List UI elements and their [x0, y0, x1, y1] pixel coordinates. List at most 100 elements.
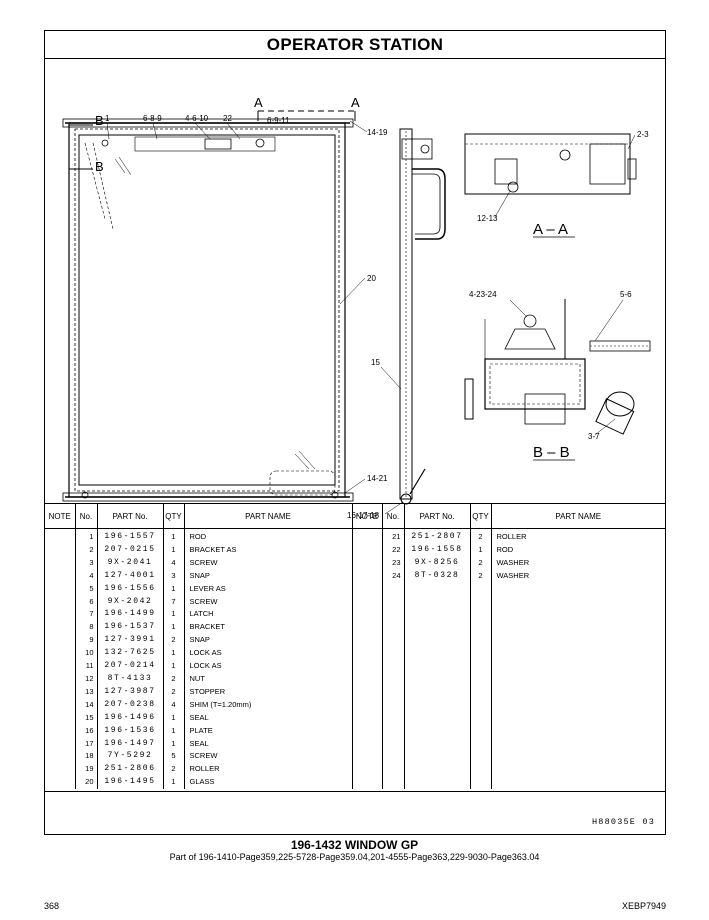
- header-note: NOTE: [352, 503, 383, 529]
- cell-name: [491, 750, 665, 763]
- cell-name: STOPPER: [184, 685, 353, 699]
- parts-table-header: NOTE No. PART No. QTY PART NAME NOTE No.…: [45, 503, 665, 529]
- cell-qty: 7: [163, 595, 185, 609]
- cell-pn: [404, 582, 471, 596]
- note-cell: [45, 621, 76, 635]
- note-cell: [45, 608, 76, 622]
- note-cell: [45, 776, 76, 790]
- cell-name: SCREW: [184, 595, 353, 609]
- cell-pn: [404, 660, 471, 673]
- note-cell: [45, 672, 76, 686]
- cell-name: PLATE: [184, 724, 353, 738]
- cell-pn: 196-1557: [97, 528, 164, 544]
- header-no: No.: [382, 503, 405, 529]
- cell-name: NUT: [184, 672, 353, 686]
- callout-3-7: 3-7: [588, 432, 600, 441]
- cell-name: LEVER AS: [184, 582, 353, 596]
- cell-pn: [404, 647, 471, 661]
- header-part-no: PART No.: [97, 503, 164, 529]
- cell-pn: 8T-0328: [404, 569, 471, 583]
- cell-no: 2: [75, 543, 98, 557]
- note-cell: [352, 724, 383, 738]
- cell-no: [382, 685, 405, 699]
- cell-qty: 1: [163, 582, 185, 596]
- cell-name: [491, 608, 665, 621]
- note-cell: [352, 647, 383, 661]
- cell-name: [491, 686, 665, 699]
- cell-no: 1: [75, 528, 98, 544]
- cell-no: [382, 763, 405, 777]
- cell-no: [382, 750, 405, 764]
- cell-no: 18: [75, 750, 98, 764]
- cell-qty: 3: [163, 569, 185, 583]
- callout-4-23-24: 4-23-24: [469, 290, 497, 299]
- cell-no: 15: [75, 711, 98, 725]
- cell-qty: 2: [163, 685, 185, 699]
- cell-qty: [470, 698, 492, 712]
- cell-name: ROD: [184, 528, 353, 544]
- cell-name: [491, 712, 665, 725]
- cell-qty: [470, 621, 492, 635]
- note-cell: [45, 698, 76, 712]
- note-cell: [352, 776, 383, 790]
- cell-qty: 1: [163, 621, 185, 635]
- section-a-a-view: [464, 133, 637, 195]
- cell-pn: 196-1558: [404, 543, 471, 557]
- cell-name: LOCK AS: [184, 660, 353, 673]
- window-assembly-drawing: A A B B 1 6-8-9 4-6-10 22 6-9-11 14-19 2…: [62, 95, 651, 520]
- cell-pn: 196-1537: [97, 621, 164, 635]
- cell-pn: 196-1495: [97, 776, 164, 790]
- cell-name: ROD: [496, 544, 514, 554]
- cell-name: [491, 673, 665, 686]
- parts-table: NOTE No. PART No. QTY PART NAME NOTE No.…: [45, 503, 665, 790]
- cell-qty: 1: [163, 543, 185, 557]
- cell-pn: 251-2806: [97, 763, 164, 777]
- note-cell: [352, 528, 383, 544]
- note-cell: [45, 724, 76, 738]
- cell-qty: 1: [470, 543, 492, 557]
- cell-pn: 9X-8256: [404, 556, 471, 570]
- cell-qty: [470, 737, 492, 751]
- note-cell: [352, 582, 383, 596]
- page-number: 368: [44, 901, 60, 911]
- note-cell: [352, 685, 383, 699]
- cell-pn: 207-0238: [97, 698, 164, 712]
- cell-no: [382, 647, 405, 661]
- cell-name: GLASS: [184, 776, 353, 790]
- cell-name: ROLLER: [184, 763, 353, 777]
- note-cell: [352, 672, 383, 686]
- exploded-illustration: A A B B 1 6-8-9 4-6-10 22 6-9-11 14-19 2…: [45, 59, 665, 529]
- cell-qty: 2: [470, 569, 492, 583]
- cell-qty: [470, 776, 492, 790]
- cell-no: [382, 711, 405, 725]
- cell-name: WASHER: [496, 570, 530, 580]
- cell-pn: 196-1499: [97, 608, 164, 622]
- view-letter-b-bottom: B: [95, 159, 104, 174]
- note-cell: [352, 595, 383, 609]
- cell-pn: [404, 634, 471, 648]
- cell-no: 12: [75, 672, 98, 686]
- note-cell: [352, 569, 383, 583]
- cell-qty: 1: [163, 724, 185, 738]
- note-cell: [45, 711, 76, 725]
- cell-no: 20: [75, 776, 98, 790]
- cell-name: LOCK AS: [184, 647, 353, 661]
- cell-name: ROLLER: [496, 532, 527, 541]
- cell-no: 24: [382, 569, 405, 583]
- cell-no: 8: [75, 621, 98, 635]
- cell-qty: [470, 724, 492, 738]
- cell-name: SNAP: [184, 569, 353, 583]
- cell-no: 19: [75, 763, 98, 777]
- document-code: XEBP7949: [621, 901, 666, 911]
- callout-22: 22: [223, 114, 232, 123]
- cell-no: 3: [75, 556, 98, 570]
- cell-qty: 1: [163, 737, 185, 751]
- header-qty: QTY: [163, 503, 185, 529]
